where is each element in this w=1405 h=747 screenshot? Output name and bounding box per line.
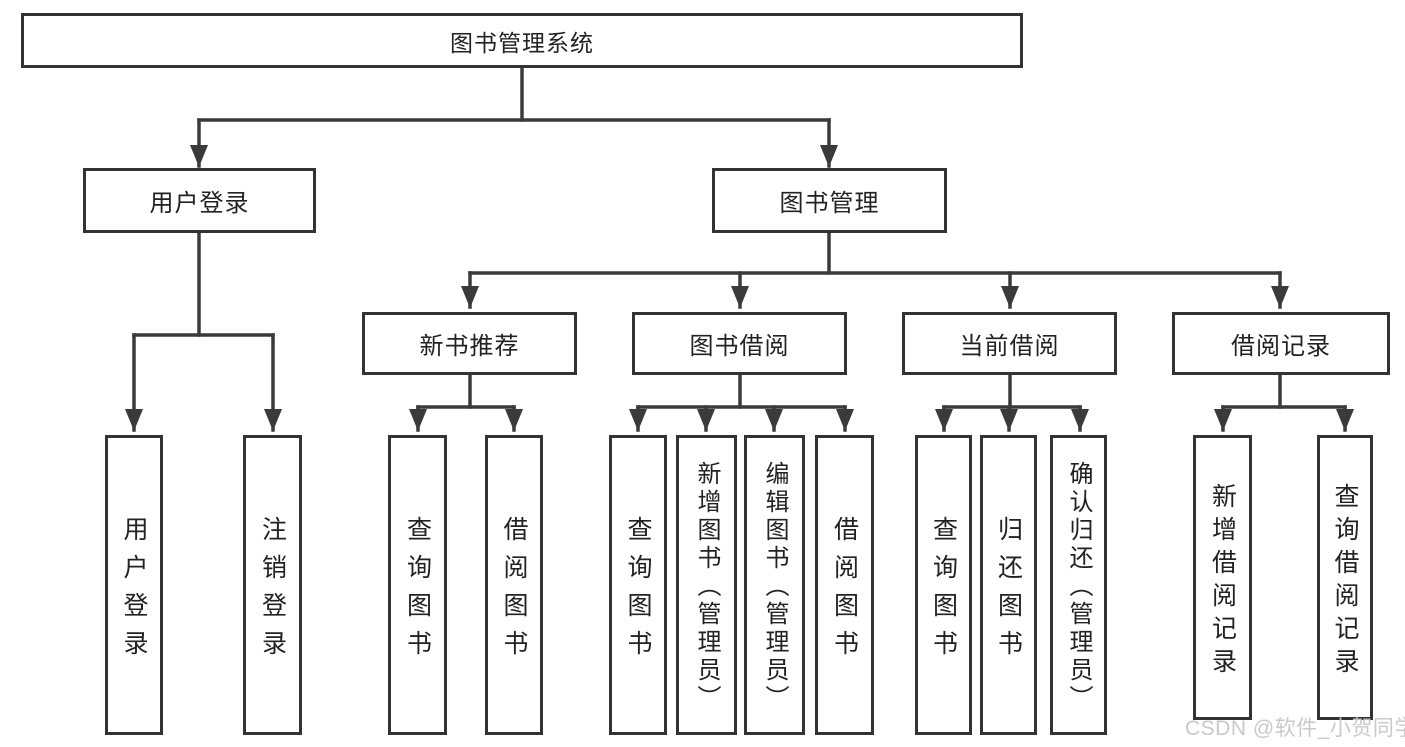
node-user-login: 用户登录: [83, 168, 316, 233]
leaf-record-query-borrow-record: 查询借阅记录: [1317, 435, 1373, 720]
node-new-book-recommend: 新书推荐: [362, 312, 577, 375]
leaf-record-add-borrow-record: 新增借阅记录: [1193, 435, 1252, 720]
csdn-watermark: CSDN @软件_小贺同学: [1185, 717, 1405, 740]
leaf-newbook-borrow-books: 借阅图书: [485, 435, 543, 735]
leaf-logout-login: 注销登录: [243, 435, 302, 735]
leaf-currentborrow-query-books: 查询图书: [915, 435, 972, 735]
leaf-bookborrow-add-books-admin: 新增图书（管理员）: [676, 435, 737, 735]
leaf-newbook-query-books: 查询图书: [388, 435, 447, 735]
leaf-bookborrow-edit-books-admin: 编辑图书（管理员）: [744, 435, 805, 735]
node-book-management: 图书管理: [712, 168, 947, 233]
node-current-borrowing: 当前借阅: [902, 312, 1117, 375]
leaf-bookborrow-borrow-books: 借阅图书: [815, 435, 874, 735]
leaf-currentborrow-return-books: 归还图书: [980, 435, 1037, 735]
node-book-borrowing: 图书借阅: [632, 312, 847, 375]
node-borrow-records: 借阅记录: [1172, 312, 1390, 375]
leaf-user-login: 用户登录: [105, 435, 163, 735]
leaf-bookborrow-query-books: 查询图书: [609, 435, 667, 735]
node-library-management-system: 图书管理系统: [21, 13, 1023, 68]
leaf-currentborrow-confirm-return-admin: 确认归还（管理员）: [1050, 435, 1107, 735]
